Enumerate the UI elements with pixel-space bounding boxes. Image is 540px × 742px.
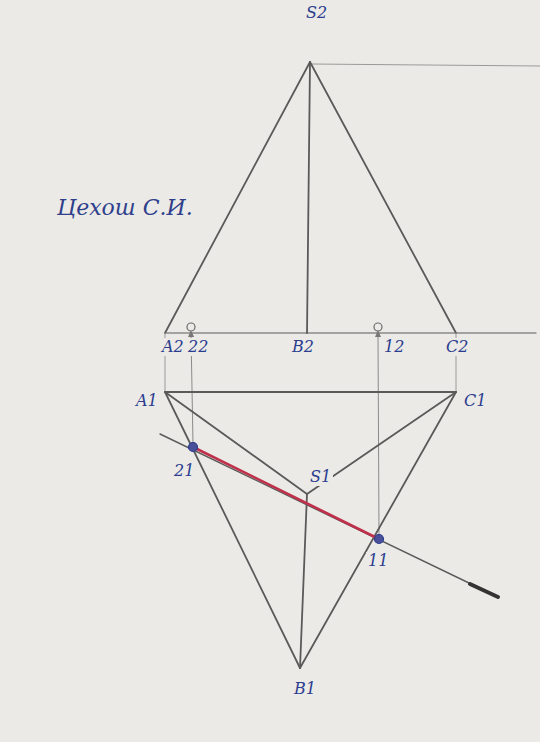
vertex-label: S2 [304,4,329,22]
point-label: 22 [186,338,210,356]
point-label: A2 [160,338,186,356]
point-label: 11 [366,552,390,570]
point-label: B2 [290,338,316,356]
point-label: C1 [462,392,488,410]
point-label: 21 [172,462,196,480]
point-label: B1 [292,680,318,698]
point-label: A1 [134,392,160,410]
point-label: S1 [308,468,333,486]
point-label: C2 [444,338,470,356]
signature: Цехош С.И. [55,196,195,220]
point-label: 12 [382,338,406,356]
